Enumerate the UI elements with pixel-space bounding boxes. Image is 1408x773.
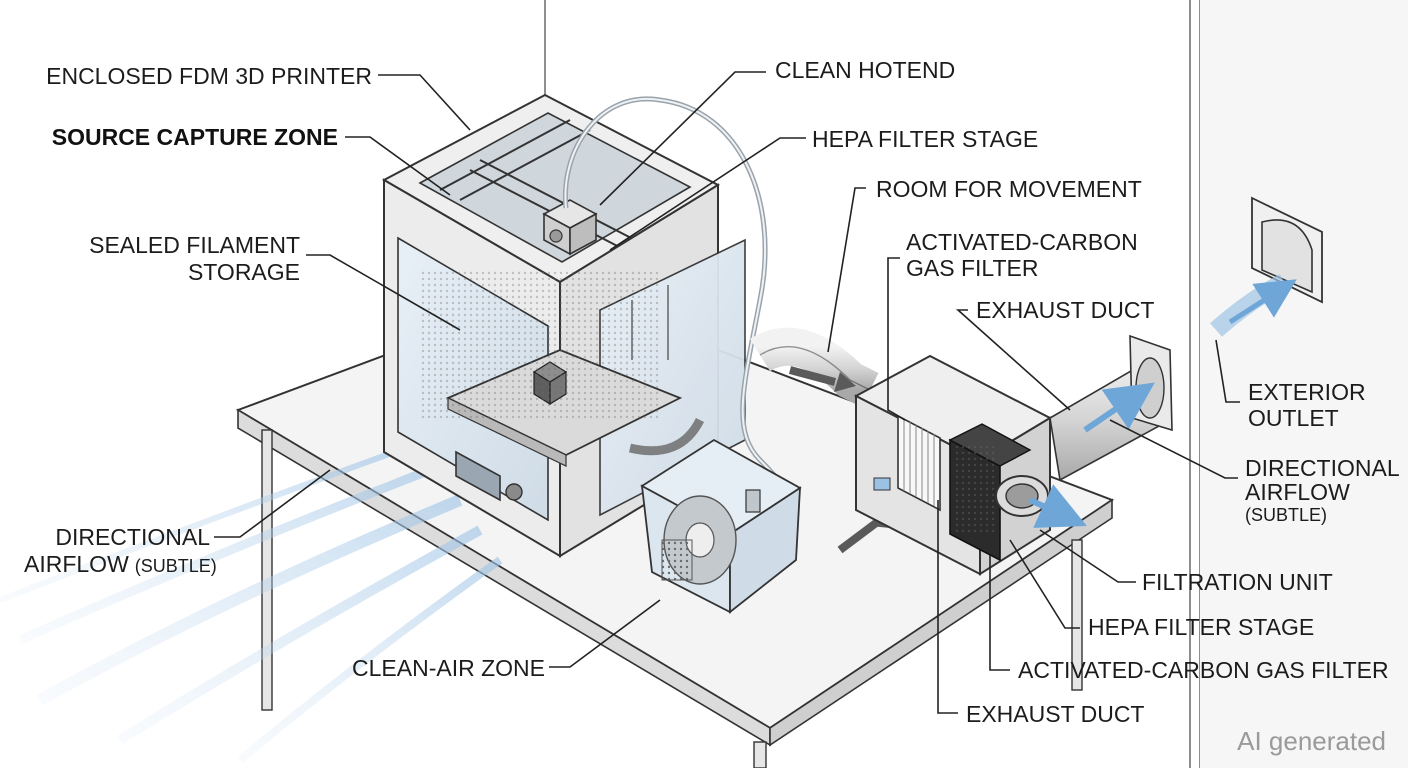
filtration-unit xyxy=(853,354,1053,576)
label-room-for-movement: ROOM FOR MOVEMENT xyxy=(876,176,1142,202)
label-carbon-top-line1: ACTIVATED-CARBON xyxy=(906,229,1138,255)
leader-clean-air xyxy=(549,599,661,668)
leader-exhaust-top xyxy=(955,309,1071,411)
leader-exhaust-bottom xyxy=(937,500,958,714)
leader-hepa-bottom xyxy=(1009,539,1080,629)
exterior-outlet xyxy=(1210,196,1323,337)
label-carbon-top-line2: GAS FILTER xyxy=(906,255,1039,281)
leader-source-capture xyxy=(345,136,451,196)
label-directional-left-sub: (SUBTLE) xyxy=(135,556,217,576)
label-directional-left-line1: DIRECTIONAL xyxy=(55,524,210,550)
airflow-streaks-left xyxy=(0,447,503,764)
label-clean-hotend: CLEAN HOTEND xyxy=(775,57,955,83)
leader-exterior-outlet xyxy=(1215,339,1240,403)
label-directional-left-main: AIRFLOW xyxy=(24,551,129,577)
label-sealed-storage-line1: SEALED FILAMENT xyxy=(89,232,300,258)
label-carbon-bottom: ACTIVATED-CARBON GAS FILTER xyxy=(1018,657,1389,683)
leader-lines xyxy=(214,71,1240,714)
leader-clean-hotend xyxy=(599,71,766,206)
label-filtration-unit: FILTRATION UNIT xyxy=(1142,569,1333,595)
label-directional-right-line2: AIRFLOW xyxy=(1245,479,1350,505)
label-exterior-line1: EXTERIOR xyxy=(1248,379,1366,405)
watermark-text: AI generated xyxy=(1237,726,1386,756)
leader-enclosed-printer xyxy=(378,74,471,131)
label-directional-left-line2: AIRFLOW (SUBTLE) xyxy=(24,551,217,577)
label-source-capture-zone: SOURCE CAPTURE ZONE xyxy=(52,124,338,150)
leader-room-movement xyxy=(827,187,866,353)
leader-filtration-unit xyxy=(1039,529,1136,583)
leader-sealed-storage xyxy=(306,254,461,331)
labels: ENCLOSED FDM 3D PRINTER SOURCE CAPTURE Z… xyxy=(24,57,1400,756)
label-sealed-storage-line2: STORAGE xyxy=(188,259,300,285)
label-hepa-filter-top: HEPA FILTER STAGE xyxy=(812,126,1038,152)
label-enclosed-printer: ENCLOSED FDM 3D PRINTER xyxy=(46,63,372,89)
sealed-filament-storage-box xyxy=(640,438,802,614)
label-exterior-line2: OUTLET xyxy=(1248,405,1339,431)
exhaust-duct xyxy=(1028,334,1173,528)
leader-carbon-bottom xyxy=(989,555,1010,671)
label-exhaust-duct-bottom: EXHAUST DUCT xyxy=(966,701,1145,727)
label-clean-air-zone: CLEAN-AIR ZONE xyxy=(352,655,545,681)
room-walls xyxy=(544,0,1408,768)
label-hepa-filter-bottom: HEPA FILTER STAGE xyxy=(1088,614,1314,640)
leader-hepa-top xyxy=(609,137,806,251)
label-directional-right-line3: (SUBTLE) xyxy=(1245,505,1327,525)
label-exhaust-duct-top: EXHAUST DUCT xyxy=(976,297,1155,323)
leader-carbon-top xyxy=(887,257,906,421)
label-directional-right-line1: DIRECTIONAL xyxy=(1245,455,1400,481)
leader-directional-right xyxy=(1109,419,1238,479)
leader-directional-left xyxy=(214,469,331,538)
